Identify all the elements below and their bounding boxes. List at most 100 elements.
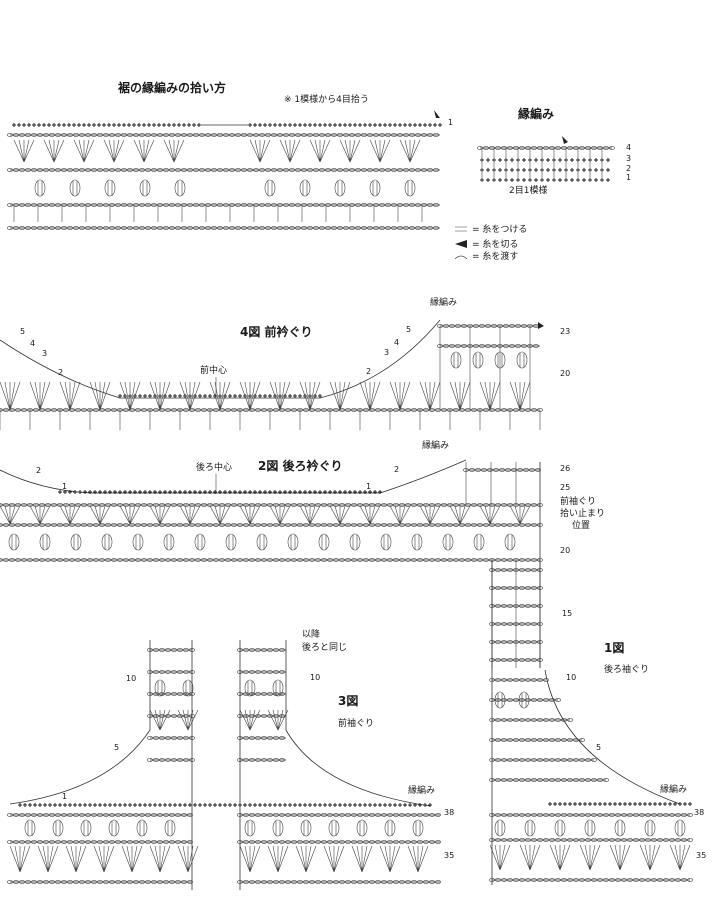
chain-stitch (441, 408, 447, 412)
chain-stitch (543, 678, 549, 682)
chain-stitch (273, 714, 279, 718)
chain-stitch (519, 558, 525, 562)
single-crochet (177, 123, 181, 127)
chain-stitch (345, 503, 351, 507)
chain-stitch (15, 408, 21, 412)
fig1-stitch-grid (489, 560, 693, 885)
bobble-stitch (52, 819, 64, 837)
cut-mark-icon (434, 110, 440, 118)
chain-stitch (85, 840, 91, 844)
chain-stitch (135, 503, 141, 507)
bobble-lines (521, 693, 527, 707)
chain-stitch (261, 670, 267, 674)
chain-stitch (519, 658, 525, 662)
chain-stitch (355, 133, 361, 137)
chain-stitch (567, 758, 573, 762)
chain-stitch (169, 813, 175, 817)
chain-stitch (529, 468, 535, 472)
chain-stitch (187, 840, 193, 844)
chain-stitch (415, 226, 421, 230)
bobble-lines (55, 821, 61, 835)
fan-stitch (299, 505, 321, 525)
bobble-lines (445, 535, 451, 549)
chain-stitch (411, 880, 417, 884)
single-crochet (173, 803, 177, 807)
single-crochet (198, 394, 202, 398)
chain-stitch (339, 408, 345, 412)
chain-stitch (519, 146, 525, 150)
chain-stitch (297, 840, 303, 844)
single-crochet (643, 802, 647, 806)
single-crochet (582, 178, 586, 182)
chain-stitch (243, 758, 249, 762)
chain-stitch (273, 758, 279, 762)
chain-stitch (465, 523, 471, 527)
chain-stitch (255, 648, 261, 652)
chain-stitch (255, 880, 261, 884)
fan-stitch (389, 505, 411, 525)
single-crochet (138, 394, 142, 398)
chain-stitch (675, 878, 681, 882)
chain-stitch (61, 813, 67, 817)
chain-stitch (427, 203, 433, 207)
chain-stitch (345, 813, 351, 817)
chain-stitch (417, 880, 423, 884)
chain-stitch (133, 813, 139, 817)
single-crochet (283, 490, 287, 494)
bobble-lines (11, 535, 17, 549)
chain-stitch (267, 648, 273, 652)
chain-stitch (7, 168, 13, 172)
chain-stitch (267, 758, 273, 762)
chain-stitch (255, 670, 261, 674)
chain-stitch (139, 813, 145, 817)
chain-stitch (241, 203, 247, 207)
chain-stitch (165, 408, 171, 412)
chain-stitch (79, 133, 85, 137)
single-crochet (273, 123, 277, 127)
single-crochet (594, 168, 598, 172)
edging-sample: 縁編み 4 3 2 1 2目1模様 (477, 106, 631, 196)
single-crochet (308, 803, 312, 807)
chain-stitch (43, 133, 49, 137)
chain-stitch (151, 226, 157, 230)
chain-stitch (399, 408, 405, 412)
chain-stitch (145, 880, 151, 884)
chain-stitch (115, 813, 121, 817)
chain-stitch (519, 622, 525, 626)
chain-stitch (537, 738, 543, 742)
chain-stitch (117, 523, 123, 527)
bobble-stitch (318, 533, 330, 551)
single-crochet (268, 394, 272, 398)
single-crochet (398, 803, 402, 807)
chain-stitch (507, 698, 513, 702)
chain-stitch (525, 558, 531, 562)
chain-stitch (235, 168, 241, 172)
chain-stitch (555, 878, 561, 882)
chain-stitch (519, 758, 525, 762)
chain-stitch (549, 718, 555, 722)
chain-stitch (171, 692, 177, 696)
chain-stitch (105, 558, 111, 562)
fig3-front-armhole: 3図 前袖ぐり 以降 後ろと同じ 縁編み 10 5 1 10 38 35 38 … (7, 628, 706, 890)
chain-stitch (461, 324, 467, 328)
chain-stitch (345, 558, 351, 562)
single-crochet (263, 394, 267, 398)
chain-stitch (205, 203, 211, 207)
chain-stitch (255, 840, 261, 844)
chain-stitch (507, 678, 513, 682)
single-crochet (27, 123, 31, 127)
chain-stitch (231, 523, 237, 527)
chain-stitch (295, 203, 301, 207)
single-crochet (118, 803, 122, 807)
chain-stitch (181, 226, 187, 230)
chain-stitch (85, 880, 91, 884)
chain-stitch (25, 813, 31, 817)
chain-stitch (55, 133, 61, 137)
armhole-curve (544, 669, 681, 805)
chain-stitch (597, 813, 603, 817)
chain-stitch (639, 813, 645, 817)
single-crochet (148, 490, 152, 494)
chain-stitch (303, 503, 309, 507)
bobble-stitch (369, 179, 381, 197)
single-crochet (353, 803, 357, 807)
